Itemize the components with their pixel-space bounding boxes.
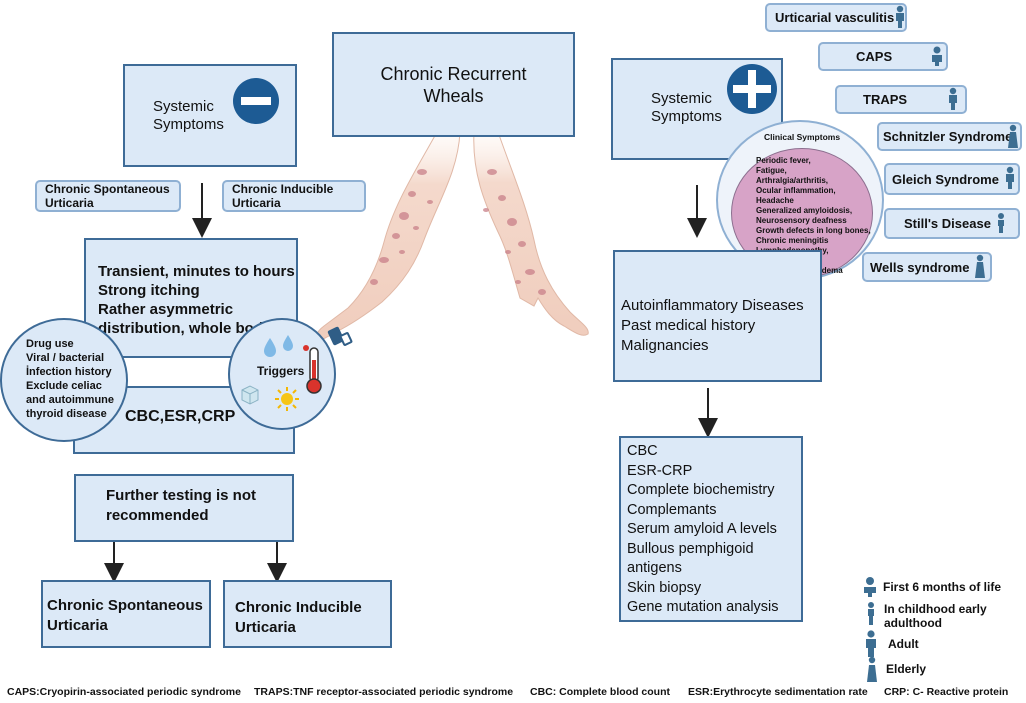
child-icon (998, 213, 1004, 233)
disease-stills: Still's Disease (884, 208, 1020, 239)
outcome-spontaneous-box: Chronic Spontaneous Urticaria (41, 580, 211, 648)
legend-elderly-label: Elderly (886, 662, 927, 676)
left-header-label: Systemic Symptoms (153, 98, 224, 133)
thermometer-icon (303, 345, 322, 394)
legend-adult-label: Adult (888, 637, 919, 651)
disease-schnitzler: Schnitzler Syndrome (877, 122, 1022, 151)
water-drops-icon (264, 335, 293, 357)
adult-icon (896, 5, 904, 28)
minus-sign-icon (233, 78, 279, 124)
adult-icon (949, 87, 957, 110)
type-pill-inducible: Chronic Inducible Urticaria (222, 180, 366, 212)
outcome-inducible-label: Chronic Inducible Urticaria (235, 599, 362, 636)
right-tests-box: CBC ESR-CRP Complete biochemistry Comple… (619, 436, 803, 622)
legend-child-label: In childhood early adulthood (884, 602, 987, 630)
clinical-symptoms-title: Clinical Symptoms (764, 132, 841, 142)
history-text: Drug use Viral / bacterial İnfection his… (26, 338, 115, 420)
footer-caps: CAPS:Cryopirin-associated periodic syndr… (7, 686, 241, 698)
adult-icon (866, 630, 876, 657)
elderly-icon (867, 656, 877, 682)
plus-sign-icon (727, 64, 777, 114)
further-testing-label: Further testing is not recommended (106, 487, 256, 524)
elderly-icon (975, 254, 985, 278)
type-pill-spontaneous: Chronic Spontaneous Urticaria (35, 180, 181, 212)
further-testing-box: Further testing is not recommended (74, 474, 294, 542)
watch-icon (327, 326, 353, 346)
child-icon (868, 602, 874, 625)
right-evaluate-box: Autoinflammatory Diseases Past medical h… (613, 250, 822, 382)
ice-cube-icon (241, 385, 259, 405)
outcome-spontaneous-label: Chronic Spontaneous Urticaria (47, 597, 203, 634)
outcome-inducible-box: Chronic Inducible Urticaria (223, 580, 392, 648)
left-arm (315, 132, 461, 343)
legend-infant-label: First 6 months of life (883, 580, 1002, 594)
history-circle: Drug use Viral / bacterial İnfection his… (0, 318, 128, 442)
left-header-box: Systemic Symptoms (123, 64, 297, 167)
disease-traps: TRAPS (835, 85, 967, 114)
arms-illustration (315, 132, 589, 346)
disease-caps: CAPS (818, 42, 948, 71)
title-box: Chronic Recurrent Wheals (332, 32, 575, 137)
adult-icon (1006, 166, 1014, 189)
left-tests-label: CBC,ESR,CRP (125, 408, 236, 425)
footer-traps: TRAPS:TNF receptor-associated periodic s… (254, 686, 514, 698)
disease-wells: Wells syndrome (862, 252, 992, 282)
triggers-label: Triggers (257, 364, 305, 378)
footer-esr: ESR:Erythrocyte sedimentation rate (688, 686, 868, 698)
footer-cbc: CBC: Complete blood count (530, 686, 670, 698)
footer-crp: CRP: C- Reactive protein (884, 686, 1009, 698)
disease-urticarial-vasculitis: Urticarial vasculitis (765, 3, 907, 32)
features-text: Transient, minutes to hours Strong itchi… (98, 263, 295, 337)
infant-icon (932, 46, 942, 66)
clinical-symptoms-circle: Clinical Symptoms Periodic fever, Fatigu… (716, 120, 884, 280)
right-tests-list: CBC ESR-CRP Complete biochemistry Comple… (627, 443, 779, 615)
sun-icon (275, 387, 299, 411)
right-header-label: Systemic Symptoms (651, 90, 722, 125)
right-evaluate-text: Autoinflammatory Diseases Past medical h… (621, 297, 804, 354)
right-arm (473, 132, 589, 336)
elderly-icon (1008, 124, 1018, 148)
page-title: Chronic Recurrent Wheals (380, 63, 527, 106)
disease-gleich: Gleich Syndrome (884, 163, 1020, 195)
triggers-circle: Triggers (228, 318, 336, 430)
infant-icon (864, 577, 876, 597)
